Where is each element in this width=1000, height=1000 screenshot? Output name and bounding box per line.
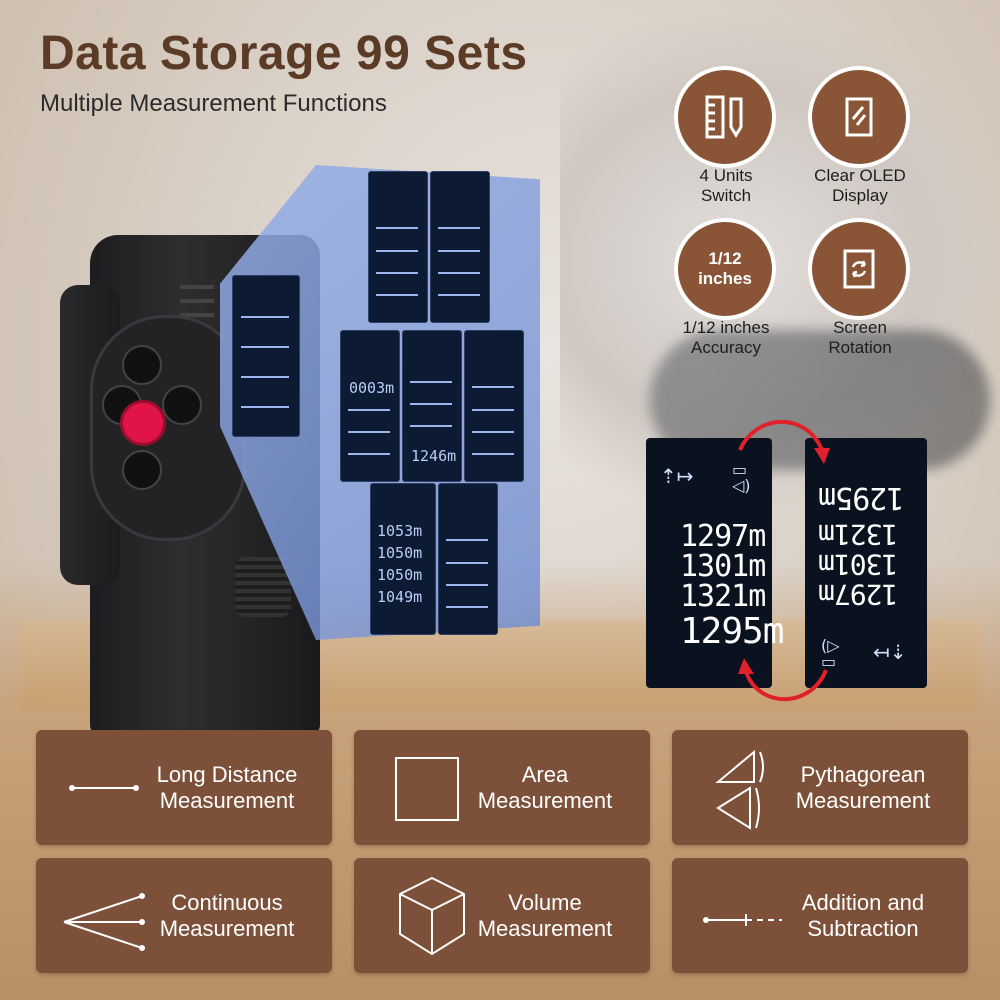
lcd-panel-6-value-1: 1053m — [377, 522, 423, 540]
lcd-panel-2 — [430, 171, 490, 323]
feature-accuracy-label: 1/12 inches Accuracy — [656, 318, 796, 357]
line-icon — [69, 785, 139, 791]
card-long-distance: Long Distance Measurement — [36, 730, 332, 845]
card-addition-subtraction-line1: Addition and — [801, 890, 925, 916]
device-button-right — [162, 385, 202, 425]
card-long-distance-line2: Measurement — [159, 787, 295, 813]
feature-oled-label: Clear OLED Display — [790, 166, 930, 205]
screen-rotated-value-3: 1301m — [819, 548, 899, 581]
lcd-panel-6-value-3: 1050m — [377, 566, 423, 584]
lcd-panel-3-value: 0003m — [349, 379, 395, 397]
card-long-distance-text: Long Distance Measurement — [132, 730, 322, 845]
lcd-panel-device — [232, 275, 300, 437]
battery-sound-icon: (▷▭ — [821, 636, 840, 671]
screen-rotated-value-1: 1295m — [819, 480, 905, 515]
feature-oled-display — [812, 70, 906, 164]
lcd-panel-3: 0003m — [340, 330, 400, 482]
card-addition-subtraction: Addition and Subtraction — [672, 858, 968, 973]
cube-icon — [399, 876, 465, 956]
device-button-bottom — [122, 450, 162, 490]
accuracy-badge-line1: 1/12 — [708, 249, 742, 269]
screen-normal: ⇡↦ ▭◁) 1297m 1301m 1321m 1295m — [646, 438, 784, 688]
page-subtitle: Multiple Measurement Functions — [40, 90, 387, 117]
laser-direction-icon: ⇡↦ — [660, 464, 694, 488]
card-pythagorean: Pythagorean Measurement — [672, 730, 968, 845]
device-vent — [180, 285, 214, 289]
display-icon — [845, 97, 873, 137]
lcd-panel-7 — [438, 483, 498, 635]
device-slider-switch — [235, 557, 291, 617]
screen-normal-value-1: 1297m — [680, 519, 766, 554]
card-volume-line2: Measurement — [477, 915, 613, 941]
screen-rotation-icon — [843, 249, 875, 289]
feature-rotation-label: Screen Rotation — [790, 318, 930, 357]
card-continuous-line1: Continuous — [171, 890, 283, 916]
card-addition-subtraction-line2: Subtraction — [807, 915, 919, 941]
lcd-panel-6-value-2: 1050m — [377, 544, 423, 562]
accuracy-badge-line2: inches — [698, 269, 752, 288]
screen-normal-value-2: 1301m — [680, 549, 766, 584]
feature-oled-label-line1: Clear OLED — [814, 166, 906, 185]
rays-icon — [63, 893, 145, 951]
card-area-text: Area Measurement — [450, 730, 640, 845]
laser-direction-icon: ↤⇣ — [873, 640, 907, 664]
device-button-top — [122, 345, 162, 385]
screen-normal-value-4: 1295m — [680, 611, 784, 652]
card-area-line2: Measurement — [477, 787, 613, 813]
card-volume: Volume Measurement — [354, 858, 650, 973]
screen-rotated-value-2: 1321m — [819, 518, 899, 551]
card-pythagorean-line1: Pythagorean — [800, 762, 926, 788]
ruler-pencil-icon — [705, 95, 743, 139]
lcd-panel-4: 1246m — [402, 330, 462, 482]
card-pythagorean-text: Pythagorean Measurement — [768, 730, 958, 845]
device-vent — [180, 313, 214, 317]
screen-normal-value-3: 1321m — [680, 579, 766, 614]
card-volume-line1: Volume — [508, 890, 582, 916]
lcd-panel-5 — [464, 330, 524, 482]
card-addition-subtraction-text: Addition and Subtraction — [768, 858, 958, 973]
lcd-panel-6-value-4: 1049m — [377, 588, 423, 606]
card-long-distance-line1: Long Distance — [156, 762, 298, 788]
battery-sound-icon: ▭◁) — [732, 460, 751, 495]
card-continuous: Continuous Measurement — [36, 858, 332, 973]
triangle-icon — [715, 749, 764, 830]
feature-rotation-label-line2: Rotation — [828, 337, 892, 357]
feature-accuracy-label-line1: 1/12 inches — [682, 318, 770, 337]
rotate-arrow-top-icon — [738, 419, 830, 464]
card-continuous-text: Continuous Measurement — [132, 858, 322, 973]
page-title: Data Storage 99 Sets — [40, 27, 528, 80]
feature-units-label-line2: Switch — [700, 185, 752, 205]
feature-units-switch — [678, 70, 772, 164]
rotate-arrow-bottom-icon — [738, 658, 828, 702]
card-pythagorean-line2: Measurement — [795, 787, 931, 813]
feature-accuracy-label-line2: Accuracy — [691, 337, 761, 357]
card-area-line1: Area — [521, 762, 569, 788]
screen-rotated: 1295m 1321m 1301m 1297m (▷▭ ↤⇣ — [805, 438, 927, 688]
lcd-panel-4-value: 1246m — [411, 447, 457, 465]
feature-oled-label-line2: Display — [832, 185, 888, 205]
lcd-panel-1 — [368, 171, 428, 323]
lcd-panel-6: 1053m 1050m 1050m 1049m — [370, 483, 436, 635]
feature-accuracy: 1/12 inches — [678, 222, 772, 316]
card-continuous-line2: Measurement — [159, 915, 295, 941]
projected-storage-panel: 0003m 1246m 1053m 1050m 1050m 1049m — [220, 165, 540, 640]
device-vent — [180, 299, 214, 303]
card-volume-text: Volume Measurement — [450, 858, 640, 973]
dashed-line-icon — [703, 914, 782, 926]
screen-rotated-value-4: 1297m — [819, 578, 899, 611]
laser-measure-device — [60, 235, 320, 735]
feature-units-label: 4 Units Switch — [656, 166, 796, 205]
device-measure-button — [120, 400, 166, 446]
feature-rotation-label-line1: Screen — [833, 318, 887, 337]
card-area: Area Measurement — [354, 730, 650, 845]
feature-units-label-line1: 4 Units — [699, 166, 753, 185]
accuracy-badge: 1/12 inches — [698, 249, 752, 288]
feature-screen-rotation — [812, 222, 906, 316]
square-icon — [395, 757, 459, 821]
